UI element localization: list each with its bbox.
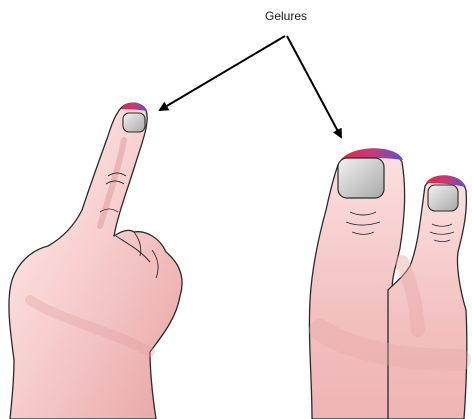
- foot-drawing: [309, 148, 466, 419]
- fingernail: [123, 113, 145, 132]
- annotation-arrows: [160, 36, 341, 137]
- annotation-label: Gelures: [246, 9, 326, 23]
- second-toenail: [428, 185, 458, 211]
- big-toenail: [338, 158, 384, 198]
- arrow-to-finger: [160, 36, 285, 110]
- hand-silhouette: [9, 103, 182, 419]
- hand-drawing: [9, 102, 182, 419]
- arrow-to-toe: [287, 36, 341, 137]
